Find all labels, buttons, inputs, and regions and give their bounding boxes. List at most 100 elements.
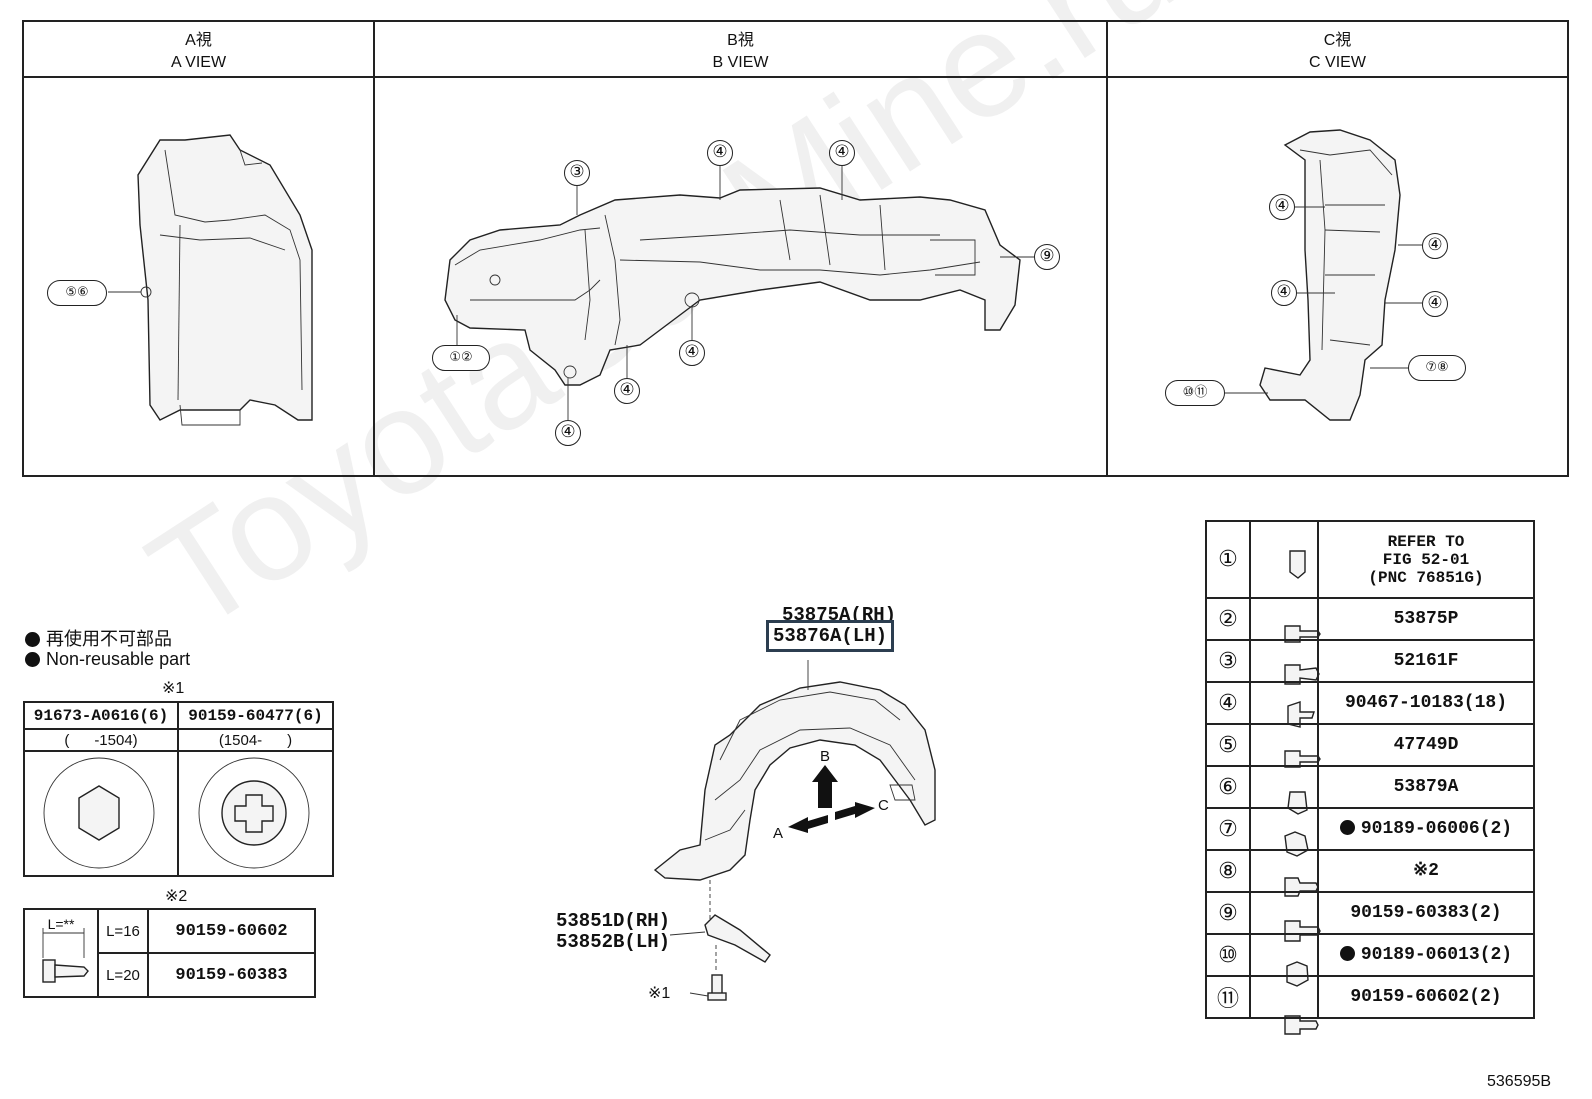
- parts-table-part-text: 90159-60383(2): [1350, 903, 1502, 923]
- note2-length-1: L=16: [97, 908, 149, 954]
- fastener-icon: [1249, 849, 1319, 893]
- parts-table-part-number: 90159-60602(2): [1317, 975, 1535, 1019]
- parts-table-row: ⑧※2: [1205, 849, 1535, 893]
- parts-table-part-number: 47749D: [1317, 723, 1535, 767]
- note1-mark: ※1: [162, 680, 185, 697]
- parts-table-part-number: REFER TO FIG 52-01 (PNC 76851G): [1317, 520, 1535, 599]
- note2-screw-cell: L=**: [23, 908, 99, 998]
- parts-table-row: ④ 90467-10183(18): [1205, 681, 1535, 725]
- parts-table-row: ③ 52161F: [1205, 639, 1535, 683]
- parts-table-row: ⑪ 90159-60602(2): [1205, 975, 1535, 1019]
- note1-range-1: ( -1504): [23, 728, 179, 752]
- note2-mark: ※2: [165, 888, 188, 905]
- parts-table-part-number: 52161F: [1317, 639, 1535, 683]
- parts-table-number: ②: [1205, 597, 1251, 641]
- parts-table-number: ③: [1205, 639, 1251, 683]
- parts-table-number: ⑩: [1205, 933, 1251, 977]
- parts-table-number: ⑨: [1205, 891, 1251, 935]
- parts-table-part-text: 90159-60602(2): [1350, 987, 1502, 1007]
- note1-phillips-bolt-icon: [177, 750, 334, 877]
- fastener-icon: [1249, 975, 1319, 1019]
- note1-part-2: 90159-60477(6): [177, 701, 334, 730]
- fastener-icon: [1249, 520, 1319, 599]
- arrow-b-label: B: [820, 748, 831, 765]
- callout-3: ③: [564, 160, 590, 186]
- c-view-title-en: C VIEW: [1309, 54, 1366, 71]
- callout-4: ④: [614, 378, 640, 404]
- callout-4: ④: [1422, 233, 1448, 259]
- parts-table-part-number: ※2: [1317, 849, 1535, 893]
- parts-table-part-text: 90189-06013(2): [1360, 945, 1513, 965]
- callout-7-8: ⑦⑧: [1408, 355, 1466, 381]
- legend-en-text: Non-reusable part: [46, 649, 191, 669]
- callout-5-6: ⑤⑥: [47, 280, 107, 306]
- callout-4: ④: [829, 140, 855, 166]
- parts-table-number: ⑤: [1205, 723, 1251, 767]
- arrow-c-label: C: [878, 797, 889, 814]
- parts-table-row: ⑩ 90189-06013(2): [1205, 933, 1535, 977]
- bolt-note-mark: ※1: [648, 985, 671, 1002]
- note2-length-2: L=20: [97, 952, 149, 998]
- main-liner-drawing: [653, 660, 936, 1001]
- parts-table-part-number: 53875P: [1317, 597, 1535, 641]
- part-label-lh[interactable]: 53876A(LH): [766, 620, 895, 652]
- parts-table-part-text: 52161F: [1393, 651, 1459, 671]
- c-view-panel: C視 C VIEW: [1106, 20, 1569, 477]
- fastener-icon: [1249, 639, 1319, 683]
- fastener-icon: [1249, 597, 1319, 641]
- parts-table-part-text: 90189-06006(2): [1360, 819, 1513, 839]
- parts-table-number: ⑥: [1205, 765, 1251, 809]
- arrow-a-label: A: [773, 825, 784, 842]
- c-view-title-jp: C視: [1323, 32, 1352, 49]
- note2-part-1: 90159-60602: [147, 908, 316, 954]
- b-view-liner-drawing: [444, 165, 1034, 420]
- a-view-liner-drawing: [108, 134, 313, 426]
- callout-4: ④: [1271, 280, 1297, 306]
- callout-9: ⑨: [1034, 244, 1060, 270]
- note2-table: L=** L=16 90159-60602 L=20 90159-60383: [23, 908, 316, 998]
- callout-4: ④: [679, 340, 705, 366]
- parts-table-part-text: ※2: [1413, 861, 1439, 881]
- legend-en: Non-reusable part: [25, 649, 190, 670]
- b-view-header: B視 B VIEW: [375, 22, 1106, 78]
- nonreusable-dot-icon: [1339, 946, 1355, 961]
- callout-4: ④: [707, 140, 733, 166]
- figure-code: 536595B: [1487, 1073, 1552, 1090]
- callout-4: ④: [555, 420, 581, 446]
- parts-table-part-number: 90467-10183(18): [1317, 681, 1535, 725]
- fastener-icon: [1249, 681, 1319, 725]
- fastener-icon: [1249, 807, 1319, 851]
- parts-table-number: ⑪: [1205, 975, 1251, 1019]
- parts-table-row: ② 53875P: [1205, 597, 1535, 641]
- c-view-liner-drawing: [1225, 129, 1422, 421]
- parts-table-row: ⑤ 47749D: [1205, 723, 1535, 767]
- fastener-icon: [1249, 765, 1319, 809]
- callout-1-2: ①②: [432, 345, 490, 371]
- parts-table-row: ⑥ 53879A: [1205, 765, 1535, 809]
- fastener-icon: [1249, 891, 1319, 935]
- parts-table-part-number: 53879A: [1317, 765, 1535, 809]
- parts-table-part-text: 53879A: [1393, 777, 1459, 797]
- a-view-header: A視 A VIEW: [24, 22, 373, 78]
- fastener-icon: [1249, 933, 1319, 977]
- note1-hex-bolt-icon: [23, 750, 179, 877]
- parts-table-number: ④: [1205, 681, 1251, 725]
- parts-table-part-number: 90189-06006(2): [1317, 807, 1535, 851]
- note1-table: 91673-A0616(6) 90159-60477(6) ( -1504) (…: [23, 701, 334, 877]
- c-view-header: C視 C VIEW: [1108, 22, 1567, 78]
- nonreusable-dot-icon: [25, 632, 40, 647]
- note2-part-2: 90159-60383: [147, 952, 316, 998]
- note2-length-label: L=**: [47, 916, 75, 932]
- note1-part-1: 91673-A0616(6): [23, 701, 179, 730]
- parts-table-part-number: 90189-06013(2): [1317, 933, 1535, 977]
- parts-table-row: ⑨ 90159-60383(2): [1205, 891, 1535, 935]
- callout-4: ④: [1422, 291, 1448, 317]
- parts-table-part-text: REFER TO FIG 52-01 (PNC 76851G): [1368, 532, 1484, 587]
- legend-jp-text: 再使用不可部品: [46, 629, 172, 649]
- callout-10-11: ⑩⑪: [1165, 380, 1225, 406]
- parts-table-number: ⑦: [1205, 807, 1251, 851]
- part-label-rh: 53875A(RH): [782, 604, 897, 626]
- a-view-title-en: A VIEW: [170, 54, 227, 71]
